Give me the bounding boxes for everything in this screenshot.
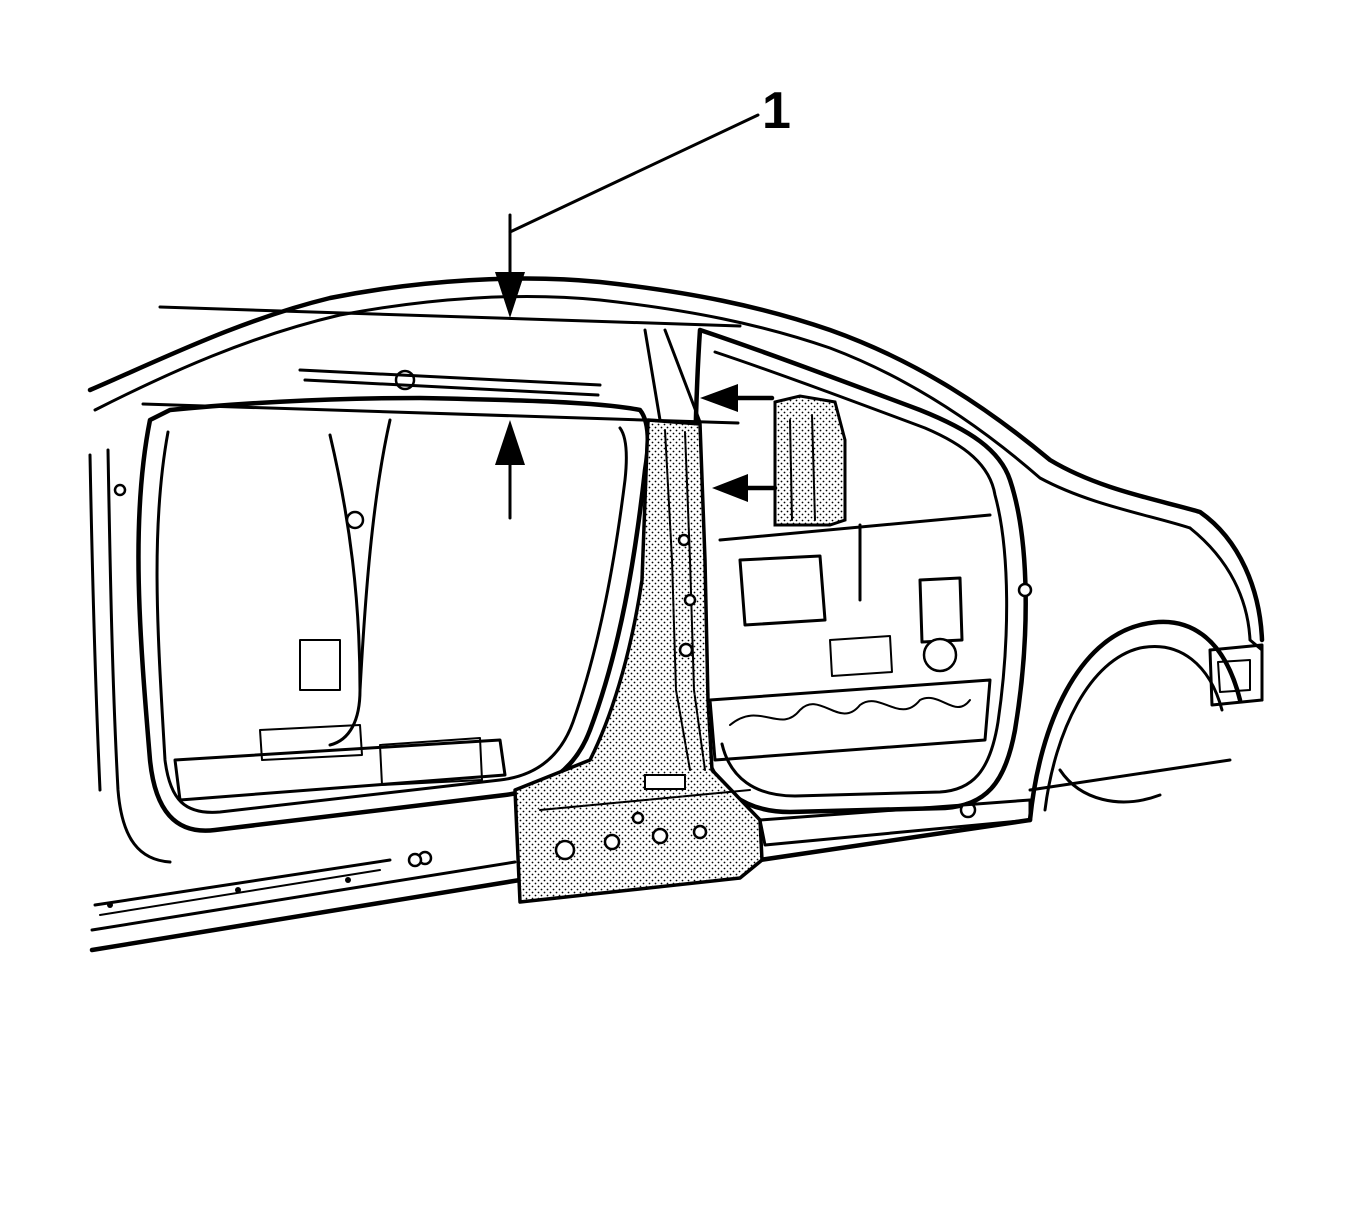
b-pillar-upper-edge-rear <box>663 328 702 424</box>
arrow-up-icon <box>495 420 525 520</box>
lower-reference-line <box>141 402 740 425</box>
rear-quarter <box>1017 582 1264 823</box>
rear-panel-reinforcement <box>773 394 847 527</box>
b-pillar-reinforcement <box>513 418 764 904</box>
arrow-down-icon <box>495 213 525 318</box>
upper-reference-line <box>158 305 742 328</box>
arrows <box>495 213 778 520</box>
measurement-lines <box>141 305 742 425</box>
front-door-opening <box>88 395 650 864</box>
arrow-left-icon <box>712 474 778 502</box>
sill-details <box>107 798 1032 908</box>
b-pillar-upper-edge-front <box>643 328 662 422</box>
rear-interior-details <box>708 513 992 819</box>
body-outline <box>87 276 1265 953</box>
callout-1: 1 <box>508 82 791 234</box>
front-interior-details <box>113 368 602 802</box>
callout-label: 1 <box>762 82 791 140</box>
arrow-left-icon <box>700 384 775 412</box>
